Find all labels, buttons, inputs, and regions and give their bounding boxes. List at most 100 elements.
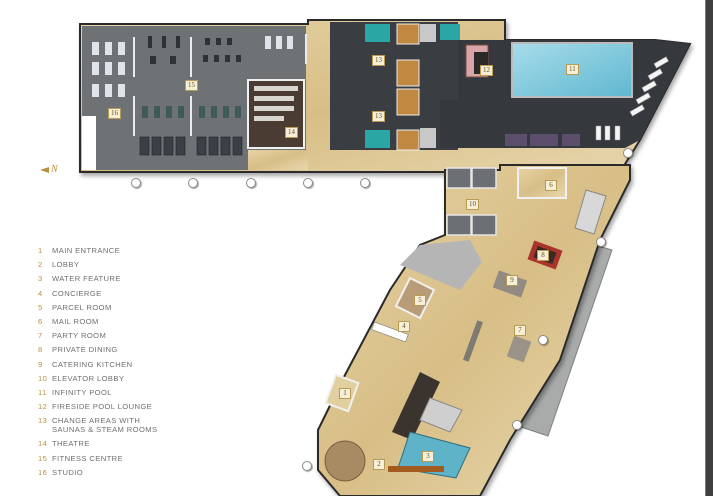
lounge-chairs: [595, 56, 669, 141]
legend-item: 13 CHANGE AREAS WITH SAUNAS & STEAM ROOMS: [38, 416, 218, 434]
legend-number: 13: [38, 416, 48, 426]
legend-label: CHANGE AREAS WITH SAUNAS & STEAM ROOMS: [52, 416, 158, 435]
legend-label: MAIL ROOM: [52, 316, 99, 326]
plan-tag-12: 12: [480, 65, 493, 76]
legend-number: 16: [38, 467, 48, 477]
plan-tag-6: 6: [545, 180, 557, 191]
elevators: [446, 167, 497, 236]
stair-south: [419, 397, 463, 433]
legend-item: 11 INFINITY POOL: [38, 388, 218, 397]
legend-number: 10: [38, 373, 48, 383]
party-sofa: [506, 335, 532, 363]
legend-label: ELEVATOR LOBBY: [52, 373, 125, 383]
legend-number: 3: [38, 274, 43, 284]
legend-item: 16 STUDIO: [38, 468, 218, 477]
legend-number: 8: [38, 345, 43, 355]
legend-label: THEATRE: [52, 439, 90, 449]
column: [246, 178, 256, 188]
legend-number: 12: [38, 402, 48, 412]
bikes: [142, 106, 241, 118]
legend-label: CATERING KITCHEN: [52, 359, 133, 369]
legend-item: 7 PARTY ROOM: [38, 331, 218, 340]
north-arrow-icon: [40, 166, 49, 173]
legend-label: FITNESS CENTRE: [52, 453, 123, 463]
mail-room: [517, 167, 567, 199]
legend-label: PRIVATE DINING: [52, 345, 118, 355]
legend-number: 9: [38, 359, 43, 369]
column: [512, 420, 522, 430]
stair-north: [574, 189, 607, 235]
studio-mats: [92, 42, 125, 97]
legend-number: 1: [38, 246, 43, 255]
plan-tag-8: 8: [537, 250, 549, 261]
plan-tag-16: 16: [108, 108, 121, 119]
legend: 1 MAIN ENTRANCE 2 LOBBY 3 WATER FEATURE 4 CO…: [38, 246, 218, 482]
legend-number: 4: [38, 288, 43, 298]
legend-number: 15: [38, 453, 48, 463]
column: [360, 178, 370, 188]
legend-label: CONCIERGE: [52, 288, 102, 298]
legend-label: MAIN ENTRANCE: [52, 246, 121, 255]
plan-tag-3: 3: [422, 451, 434, 462]
studio-notch: [82, 116, 96, 170]
change-rooms-floor: [330, 22, 458, 150]
column: [303, 178, 313, 188]
legend-item: 4 CONCIERGE: [38, 289, 218, 298]
plan-tag-4: 4: [398, 321, 410, 332]
legend-item: 12 FIRESIDE POOL LOUNGE: [38, 402, 218, 411]
sauna-rooms: [396, 23, 420, 151]
legend-number: 5: [38, 302, 43, 312]
legend-label: WATER FEATURE: [52, 274, 121, 284]
legend-number: 7: [38, 331, 43, 341]
water-feature-wall: [388, 466, 444, 472]
infinity-pool: [511, 42, 633, 98]
legend-label: STUDIO: [52, 467, 84, 477]
bar-counter: [462, 320, 484, 362]
column: [596, 237, 606, 247]
column: [131, 178, 141, 188]
fitness-dividers: [133, 34, 307, 136]
north-label: N: [51, 164, 58, 175]
legend-label: FIRESIDE POOL LOUNGE: [52, 402, 153, 412]
legend-label: PARTY ROOM: [52, 331, 107, 341]
plan-tag-13a: 13: [372, 55, 385, 66]
plan-tag-2: 2: [373, 459, 385, 470]
column: [302, 461, 312, 471]
column: [188, 178, 198, 188]
treadmills: [139, 136, 243, 156]
legend-number: 11: [38, 387, 47, 397]
legend-label: PARCEL ROOM: [52, 302, 112, 312]
plan-tag-5: 5: [414, 295, 426, 306]
legend-item: 6 MAIL ROOM: [38, 317, 218, 326]
legend-item: 9 CATERING KITCHEN: [38, 360, 218, 369]
legend-item: 10 ELEVATOR LOBBY: [38, 374, 218, 383]
steam-rooms: [365, 24, 460, 148]
lobby-rug: [392, 372, 440, 440]
legend-label: INFINITY POOL: [52, 387, 112, 397]
legend-item: 3 WATER FEATURE: [38, 274, 218, 283]
legend-item: 14 THEATRE: [38, 439, 218, 448]
concierge-desk: [371, 321, 409, 343]
legend-item: 15 FITNESS CENTRE: [38, 454, 218, 463]
plan-tag-9: 9: [506, 275, 518, 286]
legend-number: 2: [38, 260, 43, 270]
plan-tag-11: 11: [566, 64, 579, 75]
lobby-seating: [324, 440, 366, 482]
plan-tag-14: 14: [285, 127, 298, 138]
legend-label: LOBBY: [52, 260, 80, 270]
right-frame-edge: [705, 0, 713, 496]
column: [623, 148, 633, 158]
legend-item: 8 PRIVATE DINING: [38, 345, 218, 354]
plan-tag-1: 1: [339, 388, 351, 399]
weight-machines: [148, 36, 241, 64]
column: [538, 335, 548, 345]
legend-item: 2 LOBBY: [38, 260, 218, 269]
legend-item: 1 MAIN ENTRANCE: [38, 246, 218, 255]
plan-tag-15: 15: [185, 80, 198, 91]
plan-tag-13b: 13: [372, 111, 385, 122]
legend-number: 14: [38, 439, 48, 449]
legend-number: 6: [38, 316, 43, 326]
plan-tag-7: 7: [514, 325, 526, 336]
service-area: [400, 240, 482, 290]
north-indicator: N: [40, 164, 58, 175]
